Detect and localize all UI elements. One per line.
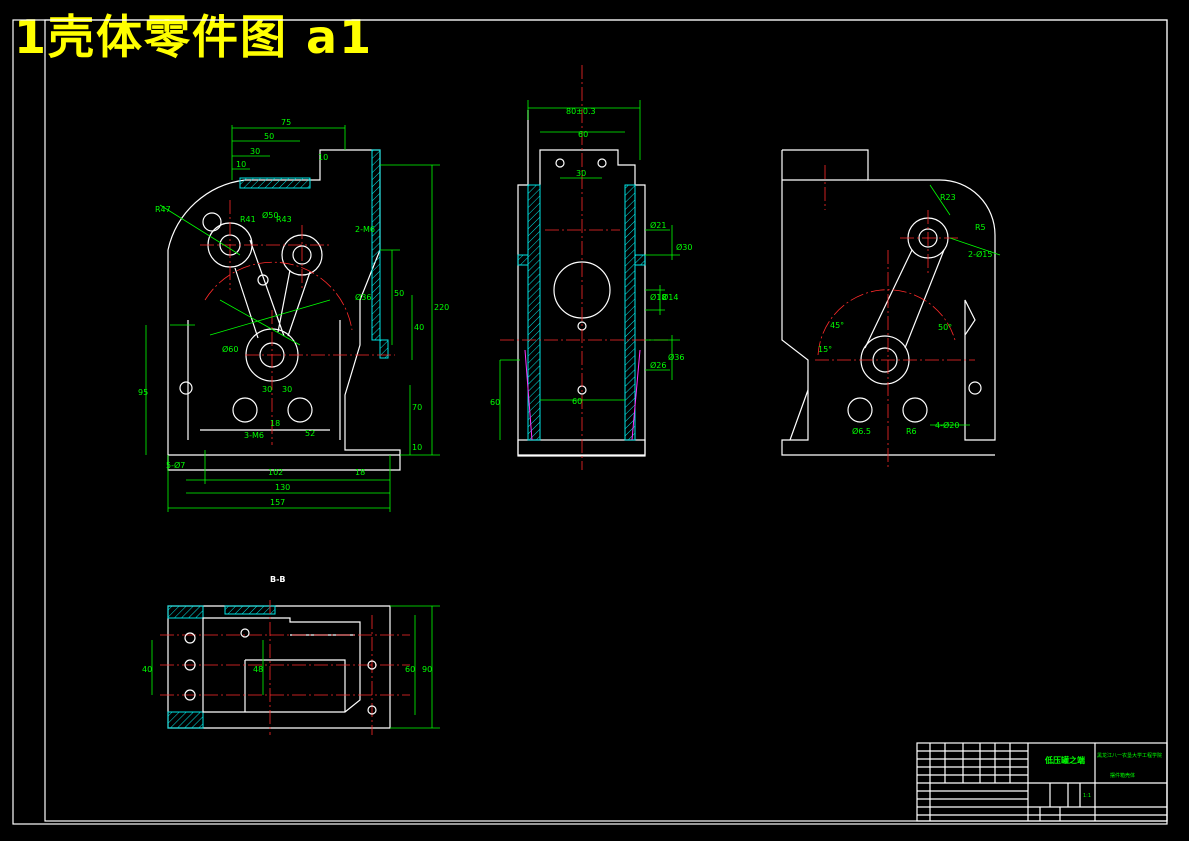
section-view: B-B <box>151 575 440 735</box>
dim-50-side: 50 <box>394 289 404 298</box>
dim-130: 130 <box>275 483 290 492</box>
title-block: 低压罐之端 黑龙江八一农垦大学工程学院 摆件箱壳体 1:1 <box>916 742 1168 822</box>
dim-r23: R23 <box>940 193 956 202</box>
dim-r5: R5 <box>975 223 986 232</box>
dim-50: 50 <box>264 132 274 141</box>
dim-d50: Ø50 <box>262 210 278 220</box>
dim-4d20: 4-Ø20 <box>935 420 959 430</box>
dim-52: 52 <box>305 429 315 438</box>
dim-40-side: 40 <box>414 323 424 332</box>
dim-d36-side: Ø36 <box>668 352 684 362</box>
dim-d6-5: Ø6.5 <box>852 426 871 436</box>
dim-60-top: 60 <box>578 130 588 139</box>
dim-3m6: 3-M6 <box>244 431 264 440</box>
dim-102: 102 <box>268 468 283 477</box>
front-view <box>145 125 440 512</box>
dim-d30: Ø30 <box>676 242 692 252</box>
dim-d18: Ø18 <box>650 292 666 302</box>
dim-15deg: 15° <box>818 345 832 354</box>
dim-r41: R41 <box>240 215 256 224</box>
dim-10-bottom: 10 <box>412 443 422 452</box>
dim-5d7: 5-Ø7 <box>166 460 185 470</box>
dimension-labels: 75 50 30 10 10 R47 R41 R43 2-M6 Ø50 Ø36 … <box>138 107 992 674</box>
tb-part-name: 低压罐之端 <box>1044 755 1085 765</box>
tb-scale: 1:1 <box>1083 793 1091 799</box>
dim-95: 95 <box>138 388 148 397</box>
tb-school: 黑龙江八一农垦大学工程学院 <box>1097 752 1162 759</box>
dim-r43: R43 <box>276 215 292 224</box>
dim-d26: Ø26 <box>650 360 666 370</box>
dim-30-top: 30 <box>250 147 260 156</box>
dim-sec-60: 60 <box>405 665 415 674</box>
dim-157: 157 <box>270 498 285 507</box>
dim-d14: Ø14 <box>662 292 678 302</box>
dim-18-mid: 18 <box>270 419 280 428</box>
dim-45deg: 45° <box>830 321 844 330</box>
dim-75: 75 <box>281 118 291 127</box>
dim-10-top: 10 <box>236 160 246 169</box>
dim-70: 70 <box>412 403 422 412</box>
dim-r47: R47 <box>155 205 171 214</box>
dim-2m6: 2-M6 <box>355 225 375 234</box>
dim-80: 80±0.3 <box>566 107 596 116</box>
dim-50deg: 50° <box>938 323 952 332</box>
dim-220: 220 <box>434 303 449 312</box>
outer-frame <box>12 19 1168 825</box>
dim-60-bottom: 60 <box>572 397 582 406</box>
dim-sec-40: 40 <box>142 665 152 674</box>
dim-sec-48: 48 <box>253 665 263 674</box>
dim-sec-90: 90 <box>422 665 432 674</box>
dim-10-side: 10 <box>318 153 328 162</box>
dim-18-bottom: 18 <box>355 468 365 477</box>
dim-30-side: 30 <box>576 169 586 178</box>
dim-2d15: 2-Ø15 <box>968 249 992 259</box>
inner-frame <box>44 19 1168 822</box>
dim-r6: R6 <box>906 427 917 436</box>
dim-d36: Ø36 <box>355 292 371 302</box>
dim-30-left: 30 <box>262 385 272 394</box>
right-view <box>781 149 1001 470</box>
side-view <box>499 65 680 470</box>
section-label: B-B <box>270 575 286 584</box>
dim-d21: Ø21 <box>650 220 666 230</box>
dim-d60: Ø60 <box>222 344 238 354</box>
tb-drawing-name: 摆件箱壳体 <box>1110 772 1135 779</box>
drawing-title: 1壳体零件图 a1 <box>14 10 374 64</box>
dim-30-right: 30 <box>282 385 292 394</box>
dim-60-side: 60 <box>490 398 500 407</box>
